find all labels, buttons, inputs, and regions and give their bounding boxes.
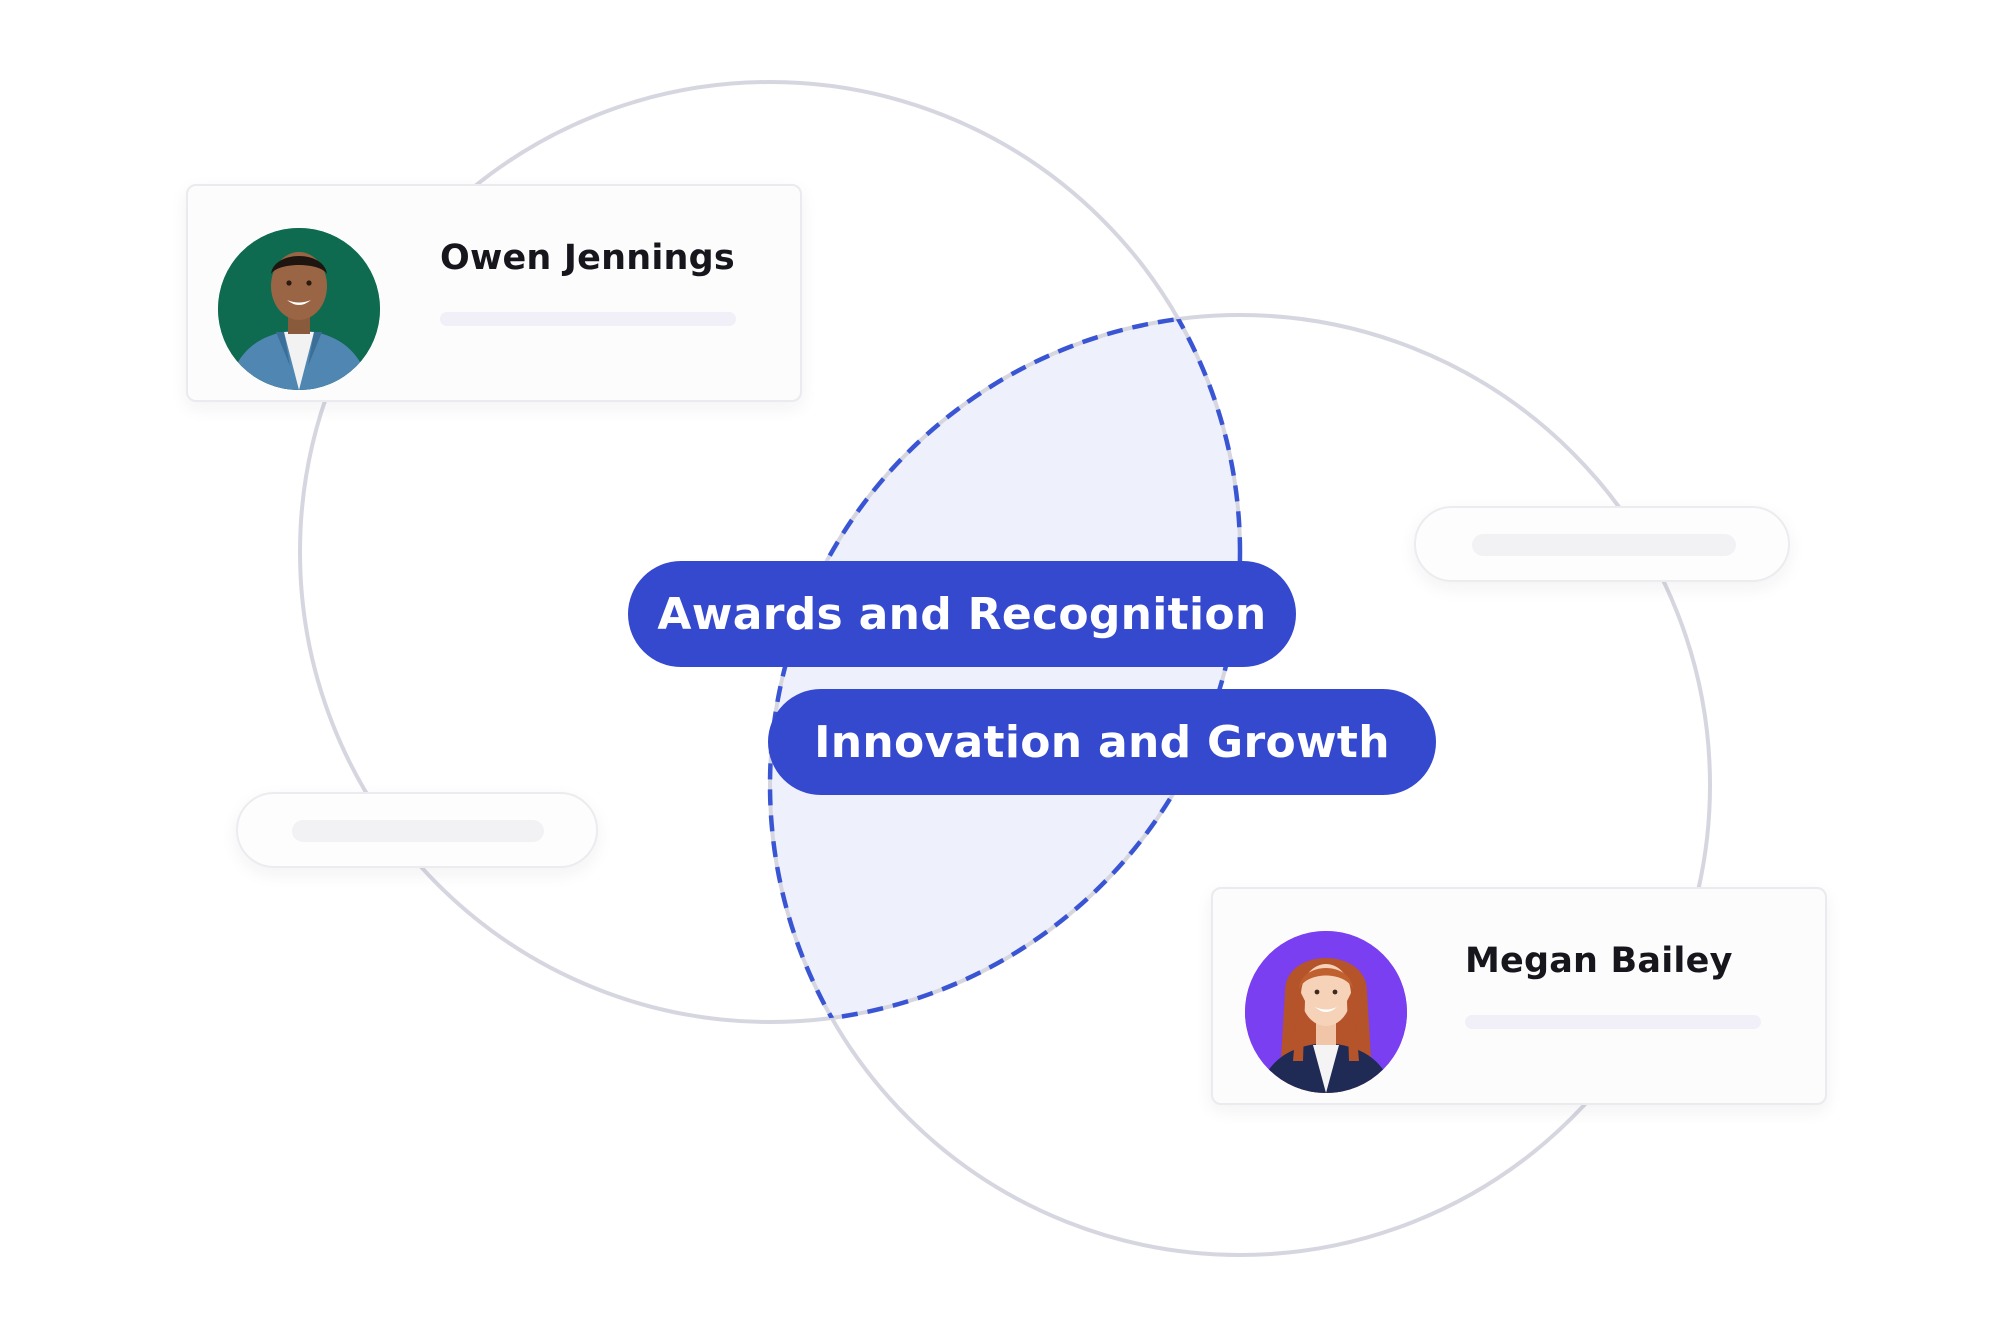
placeholder-line xyxy=(440,312,736,326)
placeholder-bar xyxy=(292,820,544,842)
placeholder-bar xyxy=(1472,534,1736,556)
person-card-owen[interactable]: Owen Jennings xyxy=(186,184,802,402)
placeholder-line xyxy=(1465,1015,1761,1029)
placeholder-pill-left xyxy=(236,792,598,868)
person-avatar-icon xyxy=(218,228,380,390)
right-circle xyxy=(768,313,1712,1257)
person-avatar-icon xyxy=(1245,931,1407,1093)
person-name: Megan Bailey xyxy=(1465,941,1733,981)
person-name: Owen Jennings xyxy=(440,238,735,278)
person-card-megan[interactable]: Megan Bailey xyxy=(1211,887,1827,1105)
placeholder-pill-right xyxy=(1414,506,1790,582)
tag-awards-and-recognition[interactable]: Awards and Recognition xyxy=(628,561,1296,667)
intersection-border-left xyxy=(770,315,1243,1025)
tag-innovation-and-growth[interactable]: Innovation and Growth xyxy=(768,689,1436,795)
